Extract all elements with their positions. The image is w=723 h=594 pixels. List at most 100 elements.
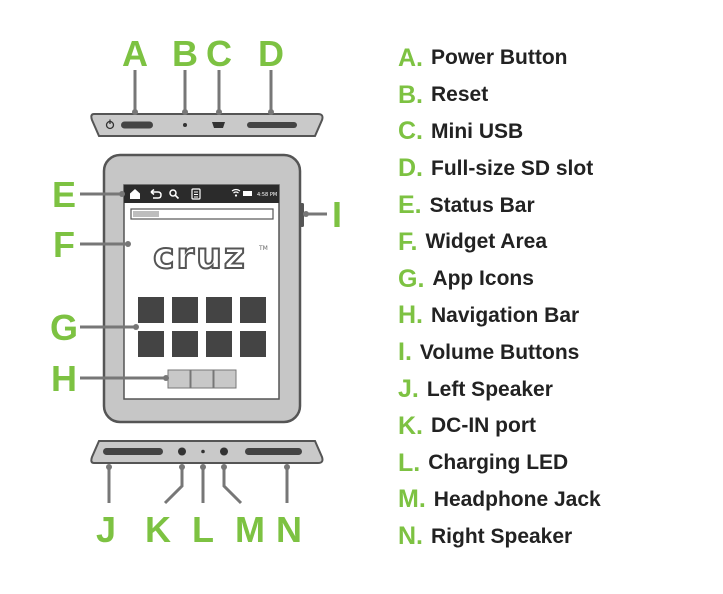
volume-buttons (300, 203, 304, 227)
app-icon-tile (172, 297, 198, 323)
legend-letter: M. (398, 485, 426, 514)
legend-label: Full-size SD slot (431, 156, 594, 180)
nav-bar-button (167, 369, 191, 389)
legend-letter: J. (398, 375, 419, 404)
brand-trademark: TM (258, 245, 268, 252)
callout-letter-h: H (51, 358, 77, 399)
legend-label: Volume Buttons (419, 340, 580, 364)
legend-item-headphone-jack: M. Headphone Jack (398, 482, 718, 519)
legend-letter: E. (398, 191, 422, 220)
nav-bar-button (190, 369, 214, 389)
mini-usb-port (212, 122, 225, 128)
legend-letter: L. (398, 448, 421, 477)
app-icon-tile (138, 297, 164, 323)
headphone-jack (220, 447, 228, 456)
front-view: 4:58 PM cruz TM (102, 153, 304, 424)
legend-item-widget-area: F. Widget Area (398, 224, 718, 261)
legend-item-navigation-bar: H. Navigation Bar (398, 298, 718, 335)
tablet-screen (123, 184, 280, 400)
legend-label: Headphone Jack (433, 487, 601, 511)
legend-label: DC-IN port (431, 414, 536, 438)
legend-item-sd-slot: D. Full-size SD slot (398, 150, 718, 187)
wifi-icon (231, 188, 241, 197)
top-callout-lines (132, 70, 274, 115)
legend-letter: C. (398, 117, 423, 146)
callout-letter-l: L (192, 509, 214, 550)
legend-letter: K. (398, 411, 423, 440)
front-callout-lines (80, 191, 327, 381)
back-icon (150, 188, 162, 199)
legend-letter: F. (398, 227, 418, 256)
legend-letter: N. (398, 522, 423, 551)
right-speaker-grille (245, 448, 302, 455)
callout-letter-m: M (235, 509, 265, 550)
legend-label: Left Speaker (426, 377, 553, 401)
power-icon (105, 119, 115, 130)
charging-led (201, 449, 205, 454)
bottom-callout-lines (107, 467, 289, 505)
reset-hole (183, 123, 187, 127)
callout-letter-g: G (50, 307, 78, 348)
callout-letter-k: K (145, 509, 171, 550)
app-icon-tile (172, 331, 198, 357)
widget-search-bar-fill (133, 211, 159, 217)
legend-letter: A. (398, 43, 423, 72)
callout-letter-n: N (276, 509, 302, 550)
callout-letter-d: D (258, 33, 284, 74)
app-icon-tile (240, 331, 266, 357)
sd-card-slot (247, 122, 297, 128)
legend-item-status-bar: E. Status Bar (398, 187, 718, 224)
legend-item-right-speaker: N. Right Speaker (398, 518, 718, 555)
legend-label: Navigation Bar (431, 303, 580, 327)
legend-item-power-button: A. Power Button (398, 40, 718, 77)
brand-logo: cruz (153, 236, 247, 277)
top-edge-view (90, 113, 324, 137)
legend-letter: B. (398, 80, 423, 109)
home-icon (130, 189, 140, 199)
app-icons-grid (138, 297, 266, 357)
legend-item-mini-usb: C. Mini USB (398, 114, 718, 151)
legend-letter: I. (398, 338, 412, 367)
legend-item-volume-buttons: I. Volume Buttons (398, 334, 718, 371)
app-icon-tile (240, 297, 266, 323)
legend-item-dc-in-port: K. DC-IN port (398, 408, 718, 445)
legend-label: Widget Area (425, 230, 548, 254)
callout-letter-e: E (52, 174, 76, 215)
status-bar (124, 185, 279, 203)
callout-letter-f: F (53, 224, 75, 265)
legend-label: Status Bar (429, 193, 535, 217)
legend-label: Mini USB (431, 119, 524, 143)
legend-item-left-speaker: J. Left Speaker (398, 371, 718, 408)
legend-item-app-icons: G. App Icons (398, 261, 718, 298)
app-icon-tile (206, 331, 232, 357)
bottom-callout-dots (106, 464, 290, 470)
nav-bar-button (213, 369, 237, 389)
legend-label: Reset (431, 83, 489, 107)
legend-letter: H. (398, 301, 423, 330)
battery-icon (243, 191, 252, 196)
legend: A. Power Button B. Reset C. Mini USB D. … (398, 40, 718, 555)
left-speaker-grille (103, 448, 163, 455)
power-button (121, 121, 153, 129)
widget-search-bar (130, 208, 274, 220)
legend-label: Right Speaker (431, 524, 573, 548)
legend-item-charging-led: L. Charging LED (398, 445, 718, 482)
search-icon (169, 189, 180, 200)
legend-letter: G. (398, 264, 425, 293)
menu-icon (191, 188, 201, 200)
status-time: 4:58 PM (257, 192, 277, 198)
dc-in-port (178, 447, 186, 456)
legend-label: App Icons (432, 267, 534, 291)
callout-letter-c: C (206, 33, 232, 74)
callout-letter-a: A (122, 33, 148, 74)
bottom-edge-view (90, 440, 324, 464)
callout-letter-i: I (332, 194, 342, 235)
navigation-bar (167, 369, 237, 389)
app-icon-tile (138, 331, 164, 357)
legend-label: Power Button (431, 46, 568, 70)
legend-label: Charging LED (428, 451, 569, 475)
legend-letter: D. (398, 154, 423, 183)
legend-item-reset: B. Reset (398, 77, 718, 114)
callout-letter-b: B (172, 33, 198, 74)
tablet-diagram: A B C D 4:58 PM (50, 33, 342, 550)
